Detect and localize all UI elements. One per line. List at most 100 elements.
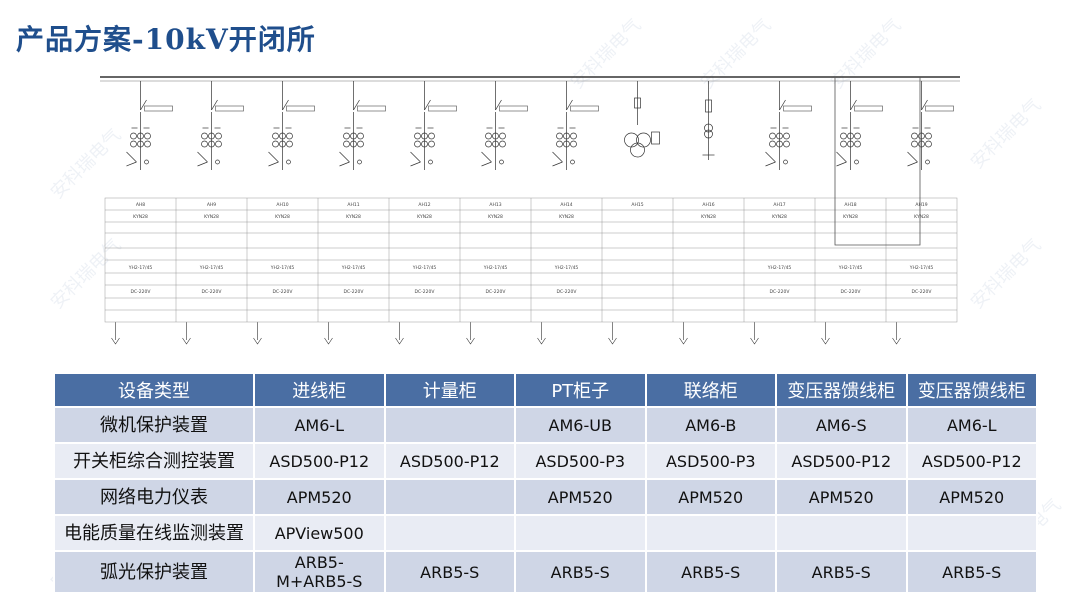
earthing-switch	[197, 161, 208, 167]
cable-arrow	[608, 337, 617, 345]
cabinet-number-label: AH9	[207, 202, 216, 208]
earthing-switch	[765, 161, 776, 167]
table-cell: APM520	[644, 478, 777, 516]
ct-coil	[428, 132, 435, 140]
col-header-transformer-feeder: 变压器馈线柜	[775, 372, 908, 408]
ct-coil	[854, 140, 861, 148]
ct-coil	[847, 140, 854, 148]
fuse-symbol	[634, 97, 641, 109]
indicator	[499, 159, 504, 165]
feeder-AH13	[481, 81, 528, 170]
feeder-AH15	[624, 81, 660, 158]
ct-coil	[499, 140, 506, 148]
indicator	[286, 159, 291, 165]
relay-model-label: YH2-17/45	[412, 265, 437, 271]
cabinet-model-label: KYN28	[417, 214, 432, 220]
ct-coil	[421, 132, 428, 140]
cable-lead	[111, 322, 120, 345]
ct-coil	[918, 132, 925, 140]
ct-coil	[215, 140, 222, 148]
earthing-switch	[481, 151, 492, 163]
table-cell: AM6-L	[253, 406, 386, 444]
earthing-switch	[410, 151, 421, 163]
table-row: 网络电力仪表 APM520 APM520 APM520 APM520 APM52…	[53, 478, 1038, 516]
cable-lead	[324, 322, 333, 345]
ct-coil	[485, 140, 492, 148]
table-cell: AM6-S	[775, 406, 908, 444]
ct-coil	[499, 132, 506, 140]
ct-coil	[144, 132, 151, 140]
cabinet-number-label: AH10	[276, 202, 288, 208]
ct-coil	[137, 140, 144, 148]
cable-arrow	[111, 337, 120, 345]
ct-coil	[783, 140, 790, 148]
col-header-transformer-feeder-2: 变压器馈线柜	[905, 372, 1038, 408]
ct-coil	[343, 140, 350, 148]
earthing-switch	[481, 161, 492, 167]
earthing-switch	[197, 151, 208, 163]
ct-coil	[925, 140, 932, 148]
cable-lead	[466, 322, 475, 345]
control-voltage-label: DC-220V	[415, 289, 436, 295]
cable-arrow	[182, 337, 191, 345]
feeder-AH19	[907, 81, 954, 170]
control-voltage-label: DC-220V	[131, 289, 152, 295]
interlock-box	[144, 105, 173, 112]
cable-lead	[679, 322, 688, 345]
cable-lead	[750, 322, 759, 345]
ct-coil	[925, 132, 932, 140]
feeder-AH8	[126, 81, 173, 170]
cabinet-number-label: AH8	[136, 202, 145, 208]
cabinet-number-label: AH13	[489, 202, 501, 208]
cabinet-number-label: AH17	[773, 202, 785, 208]
indicator	[428, 159, 433, 165]
cable-lead	[608, 322, 617, 345]
ct-coil	[201, 140, 208, 148]
table-cell: ASD500-P12	[383, 442, 516, 480]
feeder-AH11	[339, 81, 386, 170]
control-voltage-label: DC-220V	[273, 289, 294, 295]
breaker-symbol	[850, 99, 857, 111]
relay-model-label: YH2-17/45	[270, 265, 295, 271]
cabinet-model-label: KYN28	[204, 214, 219, 220]
col-header-tie: 联络柜	[644, 372, 777, 408]
earthing-switch	[552, 161, 563, 167]
relay-model-label: YH2-17/45	[838, 265, 863, 271]
breaker-symbol	[211, 99, 218, 111]
feeder-AH16	[702, 81, 715, 160]
ct-coil	[286, 140, 293, 148]
control-voltage-label: DC-220V	[912, 289, 933, 295]
control-voltage-label: DC-220V	[770, 289, 791, 295]
cabinet-number-label: AH14	[560, 202, 572, 208]
cabinet-model-label: KYN28	[488, 214, 503, 220]
ct-coil	[350, 140, 357, 148]
row-label: 开关柜综合测控装置	[53, 442, 255, 480]
table-row: 微机保护装置 AM6-L AM6-UB AM6-B AM6-S AM6-L	[53, 406, 1038, 444]
feeder-AH14	[552, 81, 599, 170]
cable-arrow	[821, 337, 830, 345]
cabinet-number-label: AH12	[418, 202, 430, 208]
interlock-box	[286, 105, 315, 112]
row-label: 网络电力仪表	[53, 478, 255, 516]
ct-coil	[279, 132, 286, 140]
ct-coil	[130, 140, 137, 148]
cabinet-model-label: KYN28	[772, 214, 787, 220]
ct-coil	[570, 140, 577, 148]
interlock-box	[428, 105, 457, 112]
ct-coil	[556, 132, 563, 140]
ct-coil	[357, 140, 364, 148]
cable-arrow	[466, 337, 475, 345]
control-voltage-label: DC-220V	[202, 289, 223, 295]
table-cell	[383, 406, 516, 444]
cable-arrow	[324, 337, 333, 345]
ct-coil	[208, 140, 215, 148]
ct-coil	[343, 132, 350, 140]
col-header-pt: PT柜子	[514, 372, 647, 408]
page-title: 产品方案-10kV开闭所	[16, 23, 316, 56]
feeder-AH10	[268, 81, 315, 170]
earthing-switch	[907, 151, 918, 163]
earthing-switch	[339, 151, 350, 163]
row-label: 弧光保护装置	[53, 550, 255, 594]
table-cell: APM520	[775, 478, 908, 516]
ct-coil	[918, 140, 925, 148]
